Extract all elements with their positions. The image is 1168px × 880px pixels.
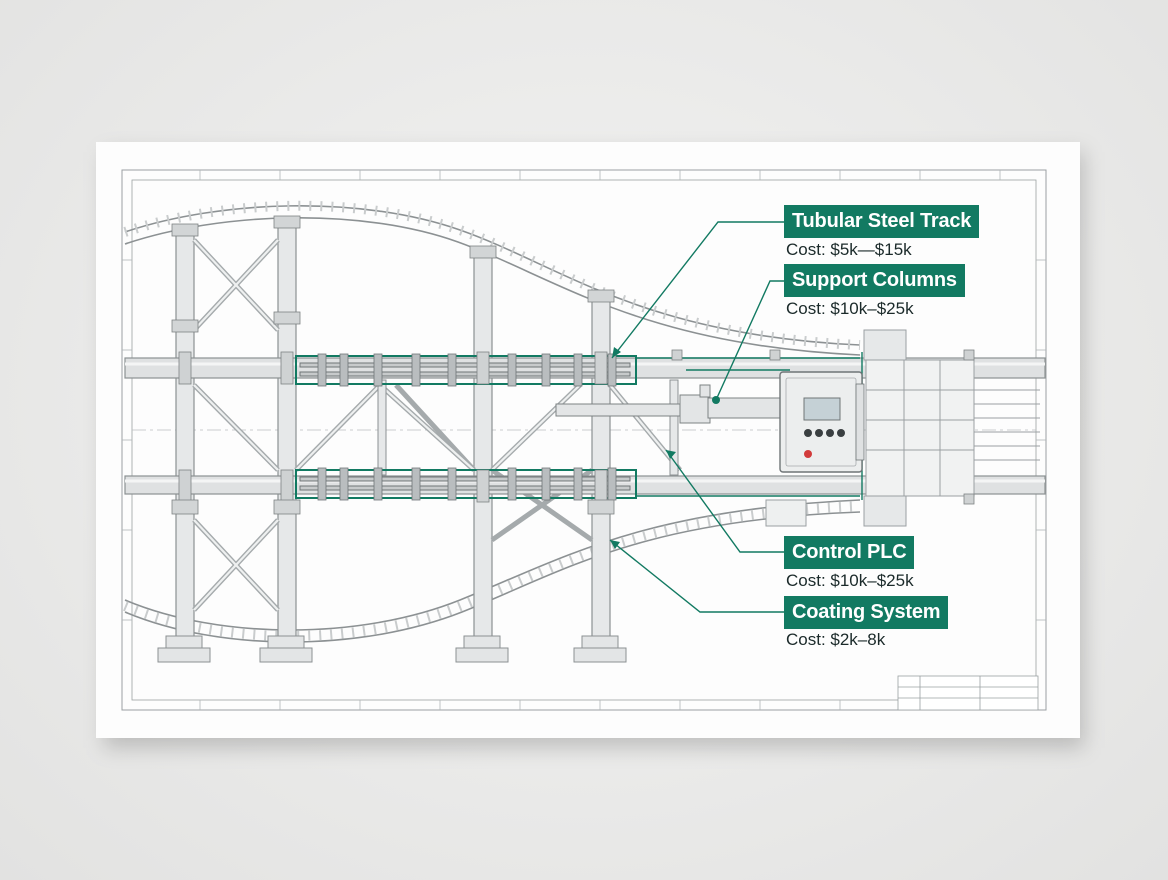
border-ticks [122, 170, 1046, 710]
track-ties [299, 362, 631, 491]
callout-support-columns: Support Columns [784, 264, 965, 297]
track-clamps [317, 353, 617, 501]
cost-control-plc: Cost: $10k–$25k [786, 571, 914, 590]
column-caps [171, 215, 615, 515]
cost-coating-system: Cost: $2k–8k [786, 630, 886, 649]
plc-cabinet [779, 371, 865, 473]
bracing-highlight [193, 239, 681, 611]
callout-control-plc: Control PLC [784, 536, 915, 569]
vertical-posts [377, 379, 679, 476]
callout-coating-system: Coating System [784, 596, 949, 629]
actuator-arm [555, 384, 781, 424]
callout-tubular-steel-track: Tubular Steel Track [784, 205, 980, 238]
upper-curved-track [123, 200, 861, 356]
highlighted-track [295, 355, 637, 499]
cost-support-columns: Cost: $10k–$25k [786, 299, 914, 318]
station-platform [765, 329, 1040, 527]
column-footings [157, 635, 627, 663]
leader-arrowheads [610, 347, 720, 549]
title-block [897, 675, 1039, 711]
leader-lines [609, 221, 784, 613]
cost-tubular-steel-track: Cost: $5k—$15k [786, 240, 912, 259]
lower-curved-track [123, 499, 861, 643]
